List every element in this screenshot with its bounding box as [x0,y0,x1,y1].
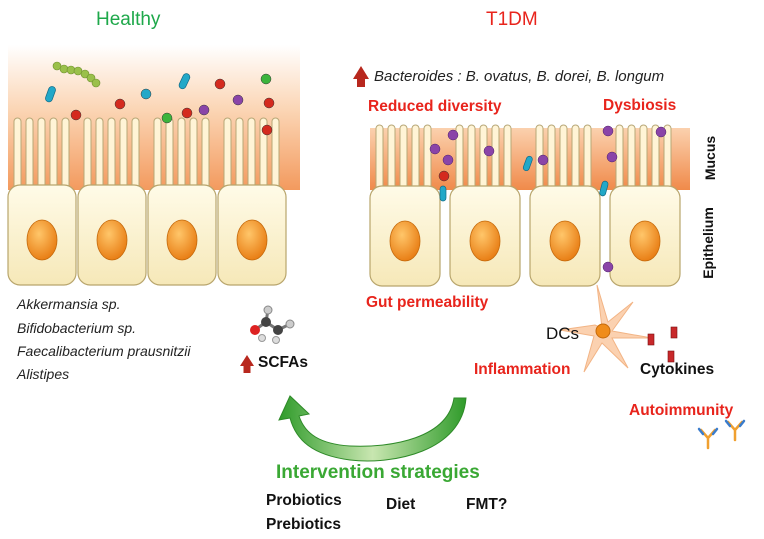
t1dm-nuclei [389,220,661,262]
healthy-bacteria-dots [70,73,275,136]
healthy-title: Healthy [96,9,161,30]
gut-permeability-label: Gut permeability [366,294,489,311]
dysbiosis-label: Dysbiosis [603,97,677,114]
t1dm-red-bacterium [438,170,450,182]
antibody-icons [697,419,746,450]
t1dm-microvilli [375,124,672,191]
t1dm-rod-bacteria [439,155,609,202]
scfa-molecule-icon [250,305,295,344]
autoimmunity-label: Autoimmunity [629,402,734,419]
mucus-label: Mucus [702,135,718,181]
intervention-arrow [278,395,467,462]
epithelium-label: Epithelium [700,207,716,279]
reduced-diversity-label: Reduced diversity [368,98,502,115]
intervention-title: Intervention strategies [276,462,480,483]
healthy-bacteria-item: Akkermansia sp. [17,296,121,312]
t1dm-title: T1DM [486,9,538,30]
dendritic-cell-icon [559,284,653,373]
healthy-bacteria-item: Bifidobacterium sp. [17,320,137,336]
healthy-bacteria-item: Faecalibacterium prausnitzii [17,343,191,359]
intervention-diet: Diet [386,496,416,513]
scfa-increase-arrow-icon [240,355,254,373]
inflammation-label: Inflammation [474,361,571,378]
cytokines-label: Cytokines [640,361,715,378]
t1dm-bacteria-list: Bacteroides : B. ovatus, B. dorei, B. lo… [374,68,665,85]
cytokine-icons [647,326,678,363]
healthy-nuclei [26,219,268,261]
intervention-prebiotics: Prebiotics [266,516,341,533]
intervention-fmt: FMT? [466,496,508,513]
t1dm-purple-bacteria [429,125,667,273]
dcs-label: DCs [546,324,580,343]
healthy-bacteria-chain [52,61,101,88]
scfas-label: SCFAs [258,354,308,371]
healthy-bacteria-item: Alistipes [17,366,70,382]
increase-arrow-icon [353,66,369,87]
healthy-rod-bacteria [45,73,191,103]
intervention-probiotics: Probiotics [266,492,342,509]
